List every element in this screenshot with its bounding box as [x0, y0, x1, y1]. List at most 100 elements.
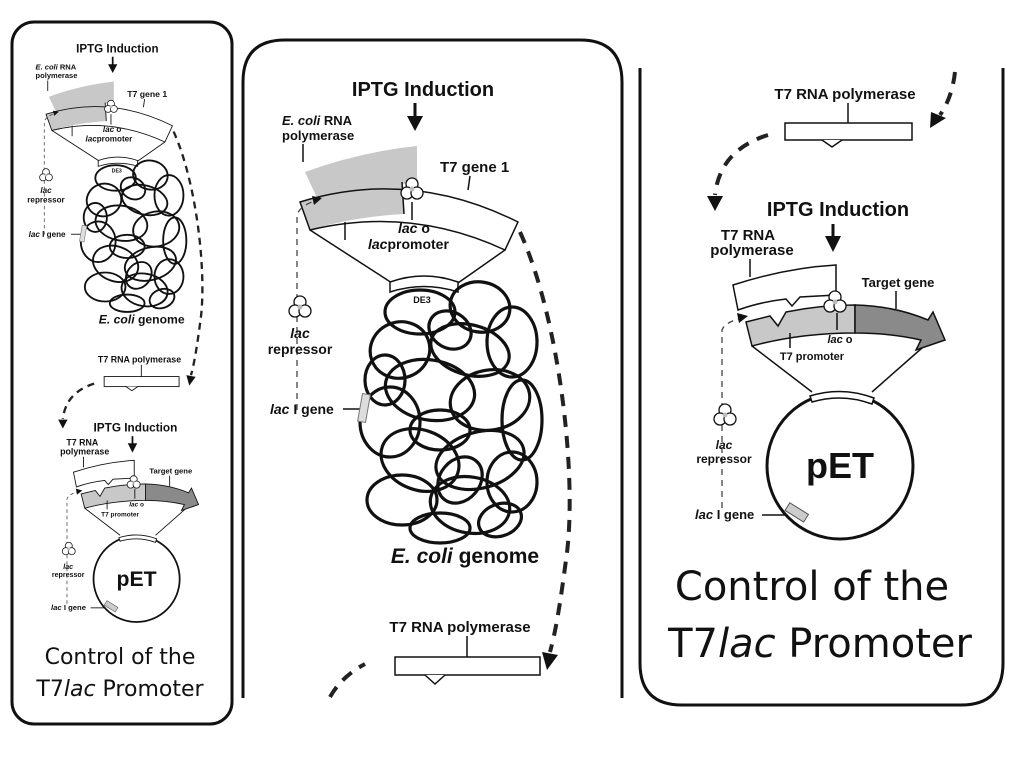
arrowhead-icon [542, 652, 558, 670]
lac-o-label: lac o [103, 125, 122, 134]
genome-loop [132, 159, 169, 191]
dashed-arrow-path [938, 71, 957, 117]
down-arrow-icon [825, 224, 841, 252]
pet-label: pET [117, 567, 157, 591]
genome-loop [368, 320, 432, 380]
genome-loop [92, 244, 140, 283]
lac-i-gene-label: lac I gene [695, 507, 754, 522]
lac-label: lac [40, 186, 52, 195]
genome-loop [82, 201, 108, 233]
lac-promoter-label: lacpromoter [368, 236, 449, 252]
panel-right: T7 RNA polymerase IPTG Induction T7 RNA … [667, 71, 972, 667]
panel-left-frame [10, 20, 234, 726]
de3-label: DE3 [112, 169, 122, 175]
genome-loop [124, 261, 153, 290]
t7-rna-polymerase-label: T7 RNA polymerase [98, 354, 181, 364]
lac-promoter-label: lacpromoter [85, 134, 133, 143]
lac-label: lac [290, 325, 310, 341]
ecoli-rna-polymerase-label: E. coli RNA [36, 63, 77, 72]
lac-i-gene-segment [103, 600, 119, 613]
genome-loop [108, 293, 146, 313]
genome-loop [427, 309, 473, 351]
lac-o-label: lac o [129, 501, 144, 508]
lac-label: lac [716, 438, 733, 452]
genome-loop [148, 287, 176, 310]
target-gene-label: Target gene [862, 275, 935, 290]
genome-diagram-small: IPTG Induction E. coli RNA polymerase T7… [27, 43, 204, 386]
repressor-label: repressor [52, 571, 85, 579]
panel-middle: IPTG Induction E. coli RNA polymerase T7… [268, 79, 572, 699]
lac-repressor-icon [288, 295, 312, 318]
target-gene-arrow [145, 483, 200, 512]
pet-diagram: IPTG Induction T7 RNA polymerase Target … [695, 133, 947, 541]
genome-loop [119, 176, 147, 201]
de3-segment [389, 275, 459, 294]
panel-middle-frame [241, 38, 624, 698]
panel-right-frame [638, 68, 1005, 707]
t7-rna-polymerase-shape [732, 264, 837, 312]
genome-loop [108, 233, 146, 259]
genome-loop [408, 408, 472, 452]
repressor-label: repressor [27, 195, 65, 204]
lac-repressor-icon [61, 541, 76, 556]
de3-label: DE3 [413, 295, 431, 305]
lac-i-gene-label: lac I gene [51, 603, 86, 612]
t7-rna-polymerase-label: T7 RNA polymerase [389, 619, 530, 636]
lac-i-gene-segment [79, 224, 88, 243]
genome-loop [379, 427, 461, 493]
t7-promoter-label: T7 promoter [780, 351, 845, 363]
ecoli-rna-polymerase-label: E. coli RNA [282, 113, 353, 128]
genome-loop [485, 305, 539, 379]
de3-segment [97, 156, 139, 167]
lac-repressor-icon [39, 168, 53, 182]
ecoli-genome-tangle [358, 280, 544, 545]
genome-loop [153, 174, 185, 217]
lac-repressor-icon [713, 403, 737, 426]
genome-loop [448, 280, 512, 334]
polymerase-label: polymerase [282, 128, 354, 143]
caption-line-1: Control of the [45, 645, 196, 670]
down-arrow-icon [108, 56, 118, 73]
t7-rna-polymerase-box-small: T7 RNA polymerase [98, 354, 181, 392]
iptg-label: IPTG Induction [76, 43, 158, 56]
pet-diagram-small: IPTG Induction T7 RNA polymerase Target … [51, 382, 200, 623]
ecoli-genome-tangle [79, 159, 188, 313]
t7-rna-label: T7 RNA [66, 438, 99, 448]
ecoli-genome-label: E. coli genome [391, 545, 539, 568]
t7-gene-1-label: T7 gene 1 [127, 89, 167, 99]
genome-loop [94, 204, 149, 242]
genome-loop [85, 182, 123, 218]
t7-rna-polymerase-box: T7 RNA polymerase [389, 619, 541, 686]
genome-loop [485, 450, 539, 514]
ecoli-genome-label: E. coli genome [99, 313, 185, 327]
polymerase-label: polymerase [60, 446, 109, 456]
dashed-arrow-path [328, 662, 366, 699]
caption-line-2: T7lac Promoter [667, 621, 972, 667]
lac-i-gene-label: lac I gene [29, 230, 66, 239]
lac-promoter-segment [300, 182, 404, 230]
panel-left: T7 RNA polymerase IPTG Induction T7 RNA … [27, 43, 204, 702]
target-gene-label: Target gene [149, 466, 192, 475]
repressor-label: repressor [268, 341, 333, 357]
lac-i-gene-segment [784, 502, 810, 523]
caption-line-1: Control of the [675, 564, 949, 610]
caption-line-2: T7lac Promoter [35, 677, 204, 702]
t7-rna-polymerase-label: T7 RNA polymerase [774, 86, 915, 103]
genome-loop [436, 455, 484, 505]
genome-loop [408, 511, 472, 545]
repressor-label: repressor [696, 452, 752, 466]
down-arrow-icon [407, 103, 423, 131]
iptg-label: IPTG Induction [767, 199, 909, 221]
polymerase-label: polymerase [36, 71, 78, 80]
dashed-arrow-path [518, 231, 572, 653]
lac-label: lac [63, 563, 73, 571]
target-gene-arrow [854, 304, 947, 352]
genome-loop [365, 473, 439, 527]
arrowhead-icon [186, 375, 196, 386]
iptg-label: IPTG Induction [93, 420, 177, 434]
lac-i-gene-label: lac I gene [270, 401, 334, 417]
dashed-arrow-path [61, 382, 95, 420]
iptg-label: IPTG Induction [352, 79, 494, 101]
genome-loop [153, 258, 185, 295]
